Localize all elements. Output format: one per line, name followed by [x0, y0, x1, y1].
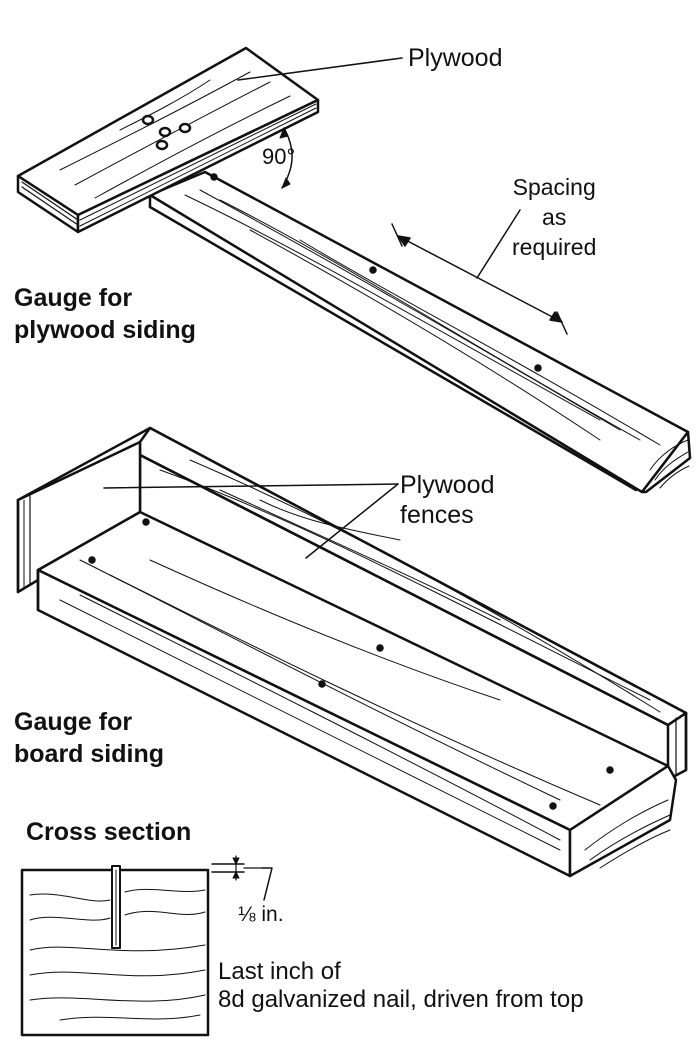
- t-gauge-handle: [148, 170, 692, 494]
- spacing-line-1: Spacing: [512, 174, 596, 200]
- plywood-fences-label: Plywood fences: [400, 470, 495, 530]
- cross-section-heading: Cross section: [26, 818, 192, 846]
- board-box-gauge: [16, 426, 688, 878]
- fences-line-2: fences: [400, 501, 474, 529]
- spacing-line-2: as: [542, 204, 567, 230]
- gauge-plywood-heading: Gauge for plywood siding: [14, 282, 196, 346]
- cross-section-diagram: [20, 855, 273, 1037]
- gauge-board-line-1: Gauge for: [14, 708, 133, 736]
- gauge-plywood-line-2: plywood siding: [14, 316, 196, 344]
- gauge-board-heading: Gauge for board siding: [14, 706, 164, 770]
- plywood-t-gauge: [16, 46, 692, 494]
- fence-leader-right: [305, 483, 399, 559]
- spacing-label: Spacing as required: [512, 172, 596, 262]
- nail-note-line-1: Last inch of: [218, 958, 341, 985]
- plywood-label: Plywood: [408, 44, 503, 72]
- nail-note: Last inch of 8d galvanized nail, driven …: [218, 958, 584, 1014]
- eighth-inch-label: ⅛ in.: [238, 903, 284, 926]
- gauge-plywood-line-1: Gauge for: [14, 284, 133, 312]
- gauge-board-line-2: board siding: [14, 740, 164, 768]
- fence-leader-left: [103, 483, 399, 489]
- spacing-dimension-arrow: [391, 209, 568, 335]
- angle-label: 90°: [262, 144, 296, 169]
- nail-note-line-2: 8d galvanized nail, driven from top: [218, 986, 584, 1013]
- spacing-line-3: required: [512, 234, 597, 260]
- plywood-leader: [237, 57, 403, 81]
- t-gauge-plywood-head: [16, 46, 320, 234]
- fences-line-1: Plywood: [400, 471, 495, 499]
